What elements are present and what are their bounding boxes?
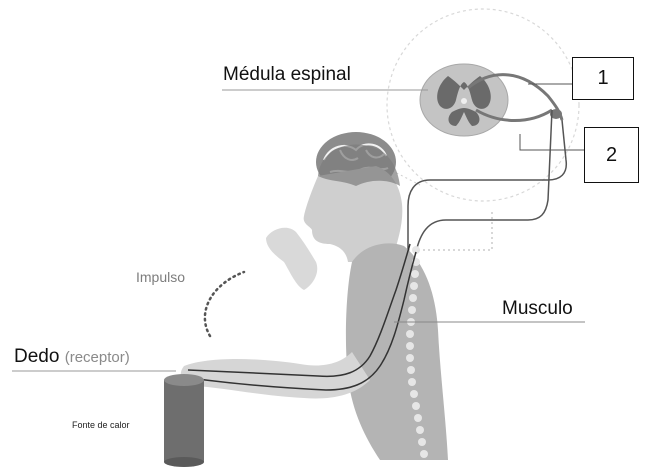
box-2-pointer	[520, 134, 584, 150]
finger-label: Dedo (receptor)	[14, 346, 130, 368]
raised-hand	[266, 228, 317, 290]
spinal-cord-label: Médula espinal	[223, 64, 351, 86]
heat-source-cylinder	[164, 374, 204, 467]
torso	[346, 243, 448, 460]
impulse-label: Impulso	[136, 269, 185, 285]
finger-label-main: Dedo	[14, 346, 59, 367]
muscle-label: Musculo	[502, 298, 573, 320]
impulse-arc-icon	[205, 272, 244, 336]
answer-box-2: 2	[584, 127, 639, 183]
nerve-loop-outer	[408, 120, 566, 250]
answer-box-1: 1	[572, 57, 634, 100]
finger-label-note: (receptor)	[65, 349, 130, 366]
dotted-connector	[408, 212, 492, 250]
heat-source-label: Fonte de calor	[72, 419, 132, 432]
